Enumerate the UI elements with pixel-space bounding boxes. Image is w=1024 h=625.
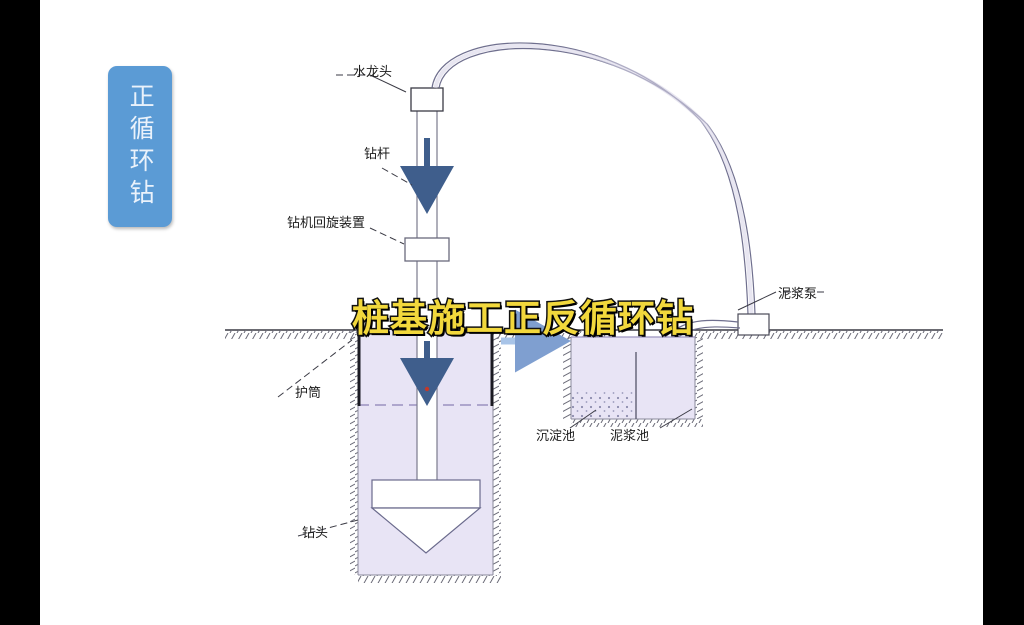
label-mud-pump: 泥浆泵 [778,287,818,302]
letterbox-left [0,0,40,625]
drill-bit [370,479,482,554]
diagram-svg [225,42,943,583]
leader-casing [277,339,353,398]
leader-sed [569,409,597,429]
video-title: 桩基施工正反循环钻 [351,296,695,342]
leader-pump [737,291,777,311]
leader-rotary [369,227,405,245]
flow-arrows [400,138,571,406]
swivel [410,87,444,112]
leader-lines [277,74,826,537]
mode-badge: 正循环钻 [108,66,172,227]
label-mud-pit: 泥浆池 [610,429,650,444]
diagram-canvas: 水龙头 钻杆 钻机回旋装置 护筒 钻头 沉淀池 泥浆池 泥浆泵 [40,0,983,625]
ponds [563,336,703,427]
mud-pump [737,313,770,336]
supply-hose [431,42,756,315]
leader-drill-rod [381,167,413,186]
mode-badge-text: 正循环钻 [126,82,156,211]
label-sedimentation-tank: 沉淀池 [536,429,576,444]
letterbox-right [983,0,1024,625]
flow-dot [424,386,430,392]
label-drill-bit: 钻头 [302,526,329,541]
rotary-device [404,237,450,262]
label-swivel: 水龙头 [353,65,393,80]
leader-swivel [369,74,407,93]
label-drill-rod: 钻杆 [364,147,391,162]
label-casing: 护筒 [295,386,322,401]
leader-mud [659,408,693,429]
label-rotary-device: 钻机回旋装置 [287,216,366,231]
